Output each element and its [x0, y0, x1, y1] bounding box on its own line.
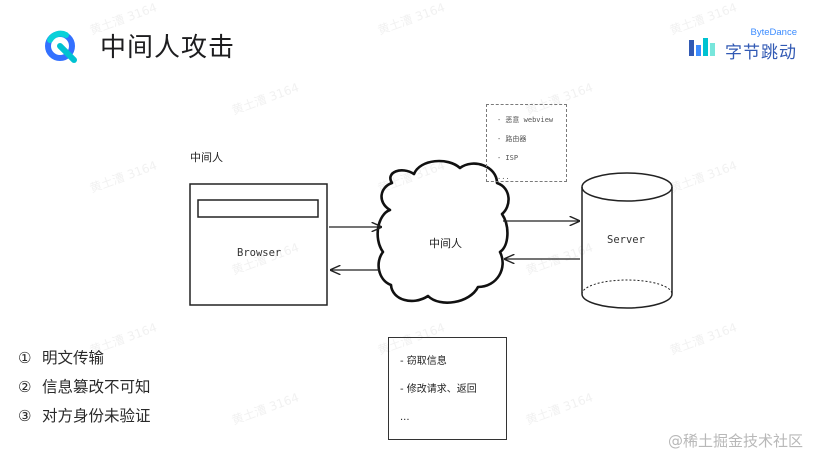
source-watermark: @稀土掘金技术社区	[667, 432, 803, 450]
brand-caption: ByteDance	[750, 27, 797, 38]
risk-number: ③	[18, 407, 32, 425]
browser-label: Browser	[237, 247, 282, 259]
bytedance-logo-icon	[689, 38, 715, 56]
risk-item: ② 信息篡改不可知	[18, 373, 151, 402]
attack-vectors-box: - 恶意 webview - 路由器 - ISP ...	[486, 104, 567, 182]
risk-list: ① 明文传输 ② 信息篡改不可知 ③ 对方身份未验证	[18, 344, 151, 431]
page-title: 中间人攻击	[100, 33, 236, 63]
server-label: Server	[607, 234, 645, 246]
attack-vector-item: - 恶意 webview	[497, 116, 554, 124]
brand-name: 字节跳动	[725, 43, 797, 63]
risk-number: ①	[18, 349, 32, 367]
browser-window	[189, 183, 328, 306]
attack-effect-item: - 窃取信息	[400, 356, 447, 367]
app-logo-icon	[45, 30, 77, 63]
risk-text: 信息篡改不可知	[42, 378, 151, 396]
attack-effect-item: - 修改请求、返回	[400, 384, 477, 395]
cloud-label: 中间人	[429, 237, 462, 250]
mitm-section-label: 中间人	[190, 151, 223, 164]
attack-effects-box: - 窃取信息 - 修改请求、返回 ...	[388, 337, 507, 440]
browser-address-bar	[197, 199, 319, 218]
risk-text: 明文传输	[42, 349, 105, 367]
risk-number: ②	[18, 378, 32, 396]
attack-vector-item: - ISP	[497, 154, 519, 162]
attack-vector-item: ...	[497, 173, 510, 181]
server-cylinder	[581, 172, 673, 309]
risk-text: 对方身份未验证	[42, 407, 151, 425]
attack-vector-item: - 路由器	[497, 135, 527, 143]
risk-item: ① 明文传输	[18, 344, 151, 373]
mitm-cloud	[376, 159, 510, 304]
risk-item: ③ 对方身份未验证	[18, 402, 151, 431]
attack-effect-item: ...	[400, 412, 410, 423]
